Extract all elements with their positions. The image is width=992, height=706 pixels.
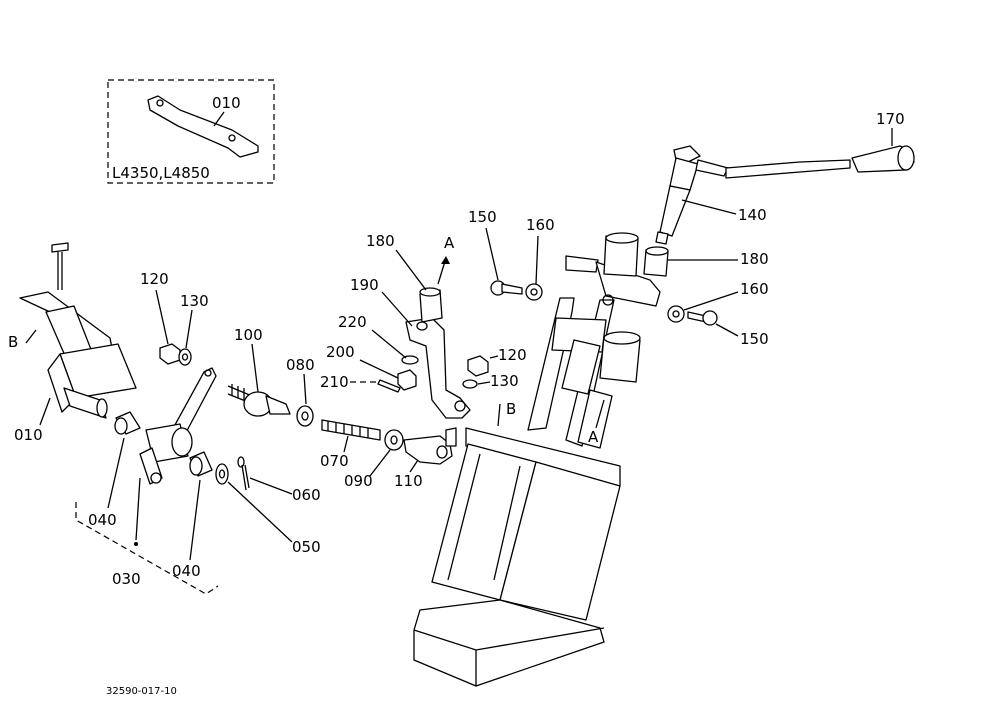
- label-110: 110: [394, 472, 423, 490]
- label-220: 220: [338, 313, 367, 331]
- washer-130b-part: [462, 379, 478, 389]
- label-140: 140: [738, 206, 767, 224]
- label-130b: 130: [490, 372, 519, 390]
- arrow-a-1: [441, 256, 450, 264]
- inset-box: [107, 79, 275, 184]
- arm-030-part: [139, 367, 217, 485]
- nut-120b-part: [467, 355, 489, 377]
- label-120b: 120: [498, 346, 527, 364]
- bushing-180b-part: [643, 246, 669, 277]
- washer-050-part: [215, 463, 229, 485]
- ref-b-2: B: [506, 400, 516, 418]
- label-200: 200: [326, 343, 355, 361]
- bushing-040a-part: [114, 411, 141, 435]
- bolt-150b-part: [687, 310, 718, 326]
- label-160a: 160: [526, 216, 555, 234]
- nut-120a-part: [159, 343, 181, 365]
- bushing-040b-part: [189, 451, 213, 477]
- nut-090-part: [384, 429, 404, 451]
- rod-end-100-part: [227, 384, 291, 417]
- ref-a-1: A: [444, 234, 455, 252]
- label-190: 190: [350, 276, 379, 294]
- label-170: 170: [876, 110, 905, 128]
- label-050: 050: [292, 538, 321, 556]
- label-180b: 180: [740, 250, 769, 268]
- lever-140-part: [655, 145, 851, 245]
- column-assembly: [413, 232, 661, 687]
- ref-a-2: A: [588, 428, 599, 446]
- label-070: 070: [320, 452, 349, 470]
- label-100: 100: [234, 326, 263, 344]
- label-010-inset: 010: [212, 94, 241, 112]
- rod-070-part: [321, 419, 381, 441]
- label-030: 030: [112, 570, 141, 588]
- label-040b: 040: [172, 562, 201, 580]
- bell-crank-190-part: [405, 317, 471, 419]
- label-130a: 130: [180, 292, 209, 310]
- drawing-number: 32590-017-10: [106, 686, 177, 697]
- label-060: 060: [292, 486, 321, 504]
- label-150a: 150: [468, 208, 497, 226]
- label-080: 080: [286, 356, 315, 374]
- label-180a: 180: [366, 232, 395, 250]
- nut-080-part: [296, 405, 314, 427]
- ref-b-1: B: [8, 333, 18, 351]
- label-150b: 150: [740, 330, 769, 348]
- washer-160b-part: [667, 305, 685, 323]
- pin-210-part: [377, 379, 401, 393]
- label-160b: 160: [740, 280, 769, 298]
- knob-170-part: [851, 145, 915, 173]
- label-040a: 040: [88, 511, 117, 529]
- pedal-010-part: [19, 242, 137, 419]
- bullet-dot: [134, 542, 138, 546]
- label-120a: 120: [140, 270, 169, 288]
- pin-060-part: [237, 456, 250, 491]
- nut-200-part: [397, 369, 417, 391]
- rod-end-110-part: [403, 427, 457, 465]
- washer-130a-part: [178, 348, 192, 366]
- bolt-150a-part: [490, 280, 523, 296]
- washer-160a-part: [525, 283, 543, 301]
- label-210: 210: [320, 373, 349, 391]
- bushing-180a-part: [419, 287, 443, 323]
- label-090: 090: [344, 472, 373, 490]
- inset-models-label: L4350,L4850: [112, 164, 210, 182]
- label-010: 010: [14, 426, 43, 444]
